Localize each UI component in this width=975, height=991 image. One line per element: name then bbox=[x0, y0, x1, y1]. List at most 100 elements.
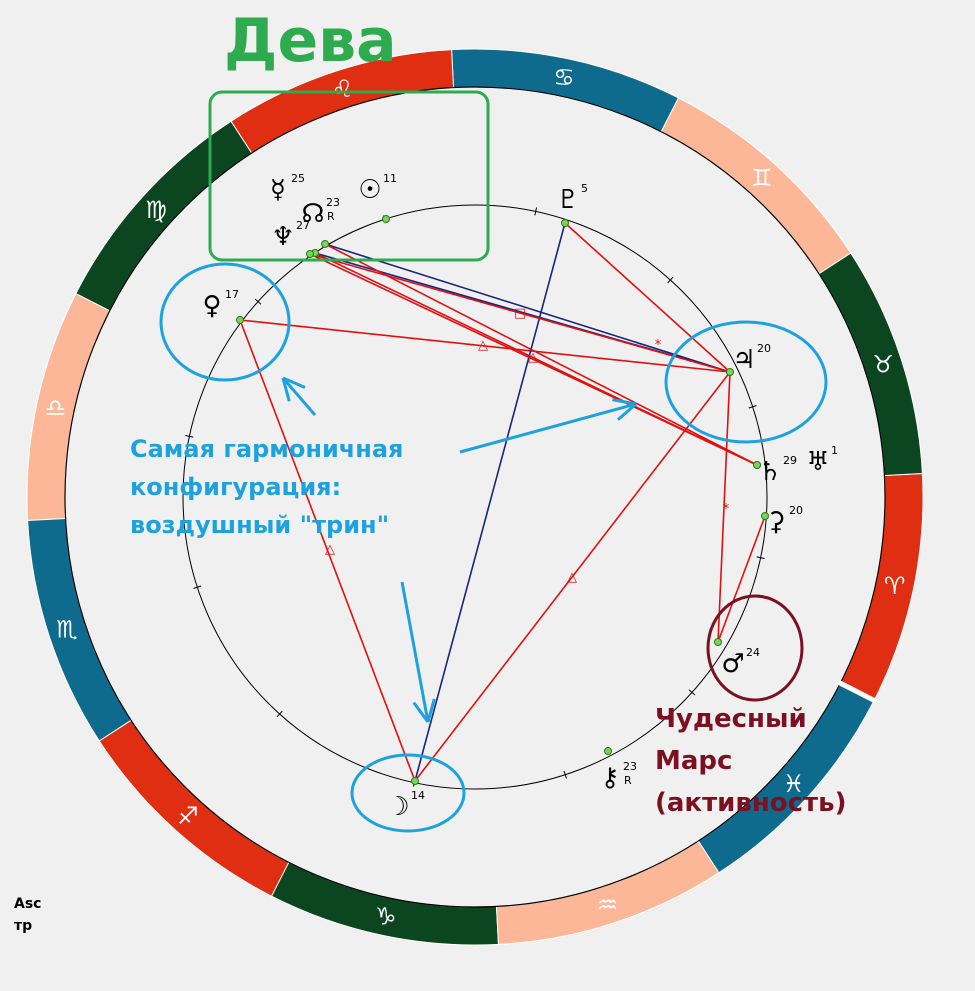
aspect-line-venus-moon bbox=[239, 319, 416, 782]
virgo-icon: ♍ bbox=[145, 196, 167, 224]
pluto-icon: ♇ bbox=[556, 185, 579, 215]
mars-note: Чудесный Марс (активность) bbox=[655, 698, 846, 824]
saturn-icon: ♄ bbox=[758, 457, 781, 487]
sign-sector-scorpio bbox=[27, 517, 132, 742]
node-retrograde: R bbox=[327, 210, 335, 223]
degree-tick bbox=[748, 405, 757, 409]
inner-ring-border bbox=[64, 86, 886, 908]
moon-highlight-circle bbox=[350, 753, 466, 833]
jupiter-marker bbox=[726, 368, 734, 376]
degree-tick bbox=[193, 585, 202, 589]
degree-tick bbox=[276, 710, 283, 718]
aspect-line-moon-pluto bbox=[414, 222, 566, 782]
title-virgo: Дева bbox=[224, 6, 397, 76]
cancer-icon: ♋ bbox=[553, 63, 575, 91]
arrow-to-jupiter bbox=[459, 402, 637, 454]
arrow-to-venus bbox=[281, 377, 317, 416]
node-icon: ☊ bbox=[301, 199, 324, 229]
chiron-icon: ⚷ bbox=[600, 763, 619, 793]
degree-tick bbox=[534, 207, 538, 216]
aspect-symbol: * bbox=[723, 502, 730, 517]
leo-icon: ♌ bbox=[332, 75, 354, 103]
aspect-line-node-jupiter bbox=[324, 243, 731, 373]
zodiac-ring: ♈♉♊♋♌♍♎♏♐♑♒♓ bbox=[26, 48, 924, 946]
mercury-degree: 25 bbox=[291, 172, 305, 185]
venus-marker bbox=[236, 316, 244, 324]
mars-degree: 24 bbox=[746, 646, 760, 659]
taurus-icon: ♉ bbox=[872, 350, 894, 378]
degree-tick bbox=[254, 298, 262, 305]
mars-icon: ♂ bbox=[721, 649, 744, 679]
pisces-icon: ♓ bbox=[783, 770, 805, 798]
sign-sector-libra bbox=[26, 292, 111, 521]
aspect-line-neptune-jupiter bbox=[309, 253, 731, 373]
aspect-line-venus-jupiter bbox=[239, 319, 731, 373]
chiron-retrograde: R bbox=[624, 774, 632, 787]
aspect-circle bbox=[182, 204, 768, 790]
moon-degree: 14 bbox=[411, 789, 425, 802]
degree-tick bbox=[688, 689, 696, 696]
arrow-to-venus-head bbox=[282, 376, 306, 389]
planet-layer: ☿25☉11♇5☊23R♆27♀17♃20♄29♅1⚳20♂24⚷23R☽14 bbox=[202, 172, 838, 822]
jupiter-highlight-circle bbox=[664, 320, 828, 444]
uranus-marker bbox=[753, 461, 761, 469]
aspect-line-mercury-saturn bbox=[314, 252, 758, 466]
ceres-degree: 20 bbox=[789, 504, 803, 517]
mars-note-line-2: Марс bbox=[655, 746, 733, 776]
arrow-to-jupiter-head bbox=[612, 398, 637, 406]
aspect-line-moon-jupiter bbox=[414, 371, 731, 782]
asc-label: Asc тр bbox=[14, 893, 41, 937]
highlight-annotations bbox=[159, 90, 828, 833]
degree-tick bbox=[563, 770, 567, 779]
ceres-marker bbox=[761, 512, 769, 520]
aspect-line-node-saturn bbox=[324, 243, 758, 466]
degree-tick bbox=[667, 276, 674, 284]
aspect-line-pluto-jupiter bbox=[564, 222, 731, 373]
arrow-to-moon-head bbox=[426, 698, 436, 723]
mars-note-line-3: (активность) bbox=[655, 788, 847, 818]
jupiter-degree: 20 bbox=[757, 342, 771, 355]
pluto-degree: 5 bbox=[581, 182, 588, 195]
pluto-marker bbox=[561, 219, 569, 227]
arrow-to-moon bbox=[400, 581, 430, 723]
sun-marker bbox=[382, 215, 390, 223]
virgo-highlight-box bbox=[208, 90, 490, 262]
saturn-degree: 29 bbox=[783, 454, 797, 467]
harmony-note-line-2: конфигурация: bbox=[130, 473, 342, 501]
sign-sector-taurus bbox=[818, 252, 923, 477]
aspect-lines: △△△*□△* bbox=[239, 222, 766, 782]
uranus-degree: 1 bbox=[831, 444, 838, 457]
aspect-symbol: △ bbox=[478, 338, 488, 353]
gemini-icon: ♊ bbox=[751, 164, 773, 192]
asc-label-line-1: Asc bbox=[14, 896, 42, 912]
mercury-icon: ☿ bbox=[270, 175, 286, 205]
venus-icon: ♀ bbox=[202, 291, 221, 321]
venus-degree: 17 bbox=[225, 288, 239, 301]
aspect-line-ceres-mars bbox=[717, 515, 766, 643]
libra-icon: ♎ bbox=[45, 394, 67, 422]
chiron-marker bbox=[604, 747, 612, 755]
sagittarius-icon: ♐ bbox=[177, 802, 199, 830]
sun-degree: 11 bbox=[383, 172, 397, 185]
node-marker bbox=[321, 240, 329, 248]
aries-cusp-marker bbox=[837, 680, 878, 704]
moon-icon: ☽ bbox=[386, 792, 409, 822]
moon-marker bbox=[411, 777, 419, 785]
chiron-degree: 23 bbox=[623, 760, 637, 773]
arrow-to-venus-head bbox=[281, 377, 291, 402]
venus-highlight-circle bbox=[159, 262, 291, 382]
arrow-to-moon-head bbox=[412, 701, 430, 723]
aspect-symbol: △ bbox=[567, 570, 577, 585]
aquarius-icon: ♒ bbox=[597, 891, 619, 919]
harmony-note: Самая гармоничная конфигурация: воздушны… bbox=[130, 430, 403, 544]
arrow-to-jupiter-head bbox=[616, 402, 637, 421]
uranus-icon: ♅ bbox=[806, 447, 829, 477]
sun-icon: ☉ bbox=[358, 175, 381, 205]
harmony-note-line-1: Самая гармоничная bbox=[130, 435, 404, 463]
node-degree: 23 bbox=[326, 196, 340, 209]
aspect-symbol: * bbox=[655, 338, 662, 353]
sign-sector-aries bbox=[839, 473, 924, 702]
degree-tick bbox=[756, 556, 765, 560]
harmony-note-line-3: воздушный "трин" bbox=[130, 511, 390, 539]
